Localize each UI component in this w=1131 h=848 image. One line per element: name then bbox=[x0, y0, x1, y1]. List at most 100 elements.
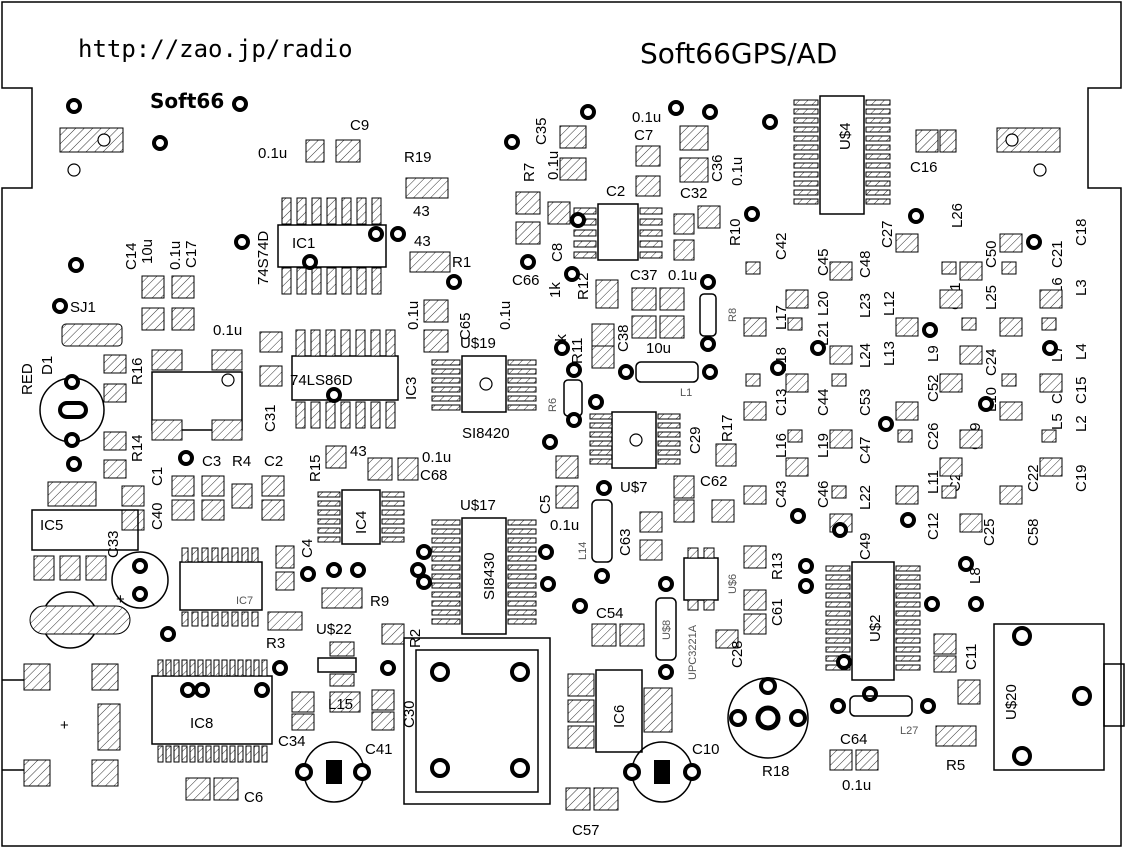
label-c31: C31 bbox=[262, 404, 279, 432]
label-l12: L12 bbox=[881, 291, 898, 316]
label-l20: L20 bbox=[815, 291, 832, 316]
label-c14: C14 bbox=[123, 242, 140, 270]
label-l21: L21 bbox=[815, 321, 832, 346]
label-u2: U$2 bbox=[867, 614, 884, 642]
label-c30: C30 bbox=[401, 700, 418, 728]
label-c35-value: 0.1u bbox=[545, 151, 562, 180]
label-c6: C6 bbox=[244, 789, 263, 806]
label-l23: L23 bbox=[857, 293, 874, 318]
label-c4: C4 bbox=[299, 539, 316, 558]
label-sj1: SJ1 bbox=[70, 299, 96, 316]
label-r3: R3 bbox=[266, 635, 285, 652]
label-ic1: IC1 bbox=[292, 235, 315, 252]
label-c64: C64 bbox=[840, 731, 868, 748]
label-c7-value: 0.1u bbox=[632, 109, 661, 126]
label-c29: C29 bbox=[687, 426, 704, 454]
ic3-chip: 74LS86D bbox=[290, 329, 399, 429]
label-r1: R1 bbox=[452, 254, 471, 271]
label-l2: L2 bbox=[1073, 415, 1090, 432]
label-c10: C10 bbox=[692, 741, 720, 758]
label-l11: L11 bbox=[925, 470, 942, 494]
label-c42: C42 bbox=[773, 232, 790, 260]
label-c32: C32 bbox=[680, 185, 708, 202]
label-cap-value: 0.1u bbox=[213, 322, 242, 339]
label-u17-part: SI8430 bbox=[481, 552, 498, 600]
label-u22: U$22 bbox=[316, 621, 352, 638]
label-u17: U$17 bbox=[460, 497, 496, 514]
label-c57: C57 bbox=[572, 822, 600, 839]
label-r14: R14 bbox=[129, 434, 146, 462]
label-r17: R17 bbox=[719, 414, 736, 442]
label-l24: L24 bbox=[857, 343, 874, 368]
label-c62: C62 bbox=[700, 473, 728, 490]
label-ic6: IC6 bbox=[611, 705, 628, 728]
label-r19-value: 43 bbox=[413, 203, 430, 220]
label-l27: L27 bbox=[900, 725, 918, 737]
label-c11: C11 bbox=[963, 644, 980, 670]
label-c58: C58 bbox=[1025, 518, 1042, 546]
label-c34: C34 bbox=[278, 733, 306, 750]
label-c27: C27 bbox=[879, 220, 896, 248]
label-c63: C63 bbox=[617, 528, 634, 556]
label-r18: R18 bbox=[762, 763, 790, 780]
label-ic3: IC3 bbox=[403, 377, 420, 400]
label-l26: L26 bbox=[949, 203, 966, 228]
label-c13: C13 bbox=[773, 388, 790, 416]
label-ic3-part: 74LS86D bbox=[290, 372, 353, 389]
label-r10: R10 bbox=[727, 218, 744, 246]
label-ic7: IC7 bbox=[236, 595, 253, 607]
label-c40: C40 bbox=[149, 502, 166, 530]
label-c12: C12 bbox=[925, 512, 942, 540]
label-r11: R11 bbox=[569, 338, 586, 364]
label-u20: U$20 bbox=[1003, 684, 1020, 720]
label-c54: C54 bbox=[596, 605, 624, 622]
label-c16: C16 bbox=[910, 159, 938, 176]
url-text: http://zao.jp/radio bbox=[78, 35, 353, 63]
label-c24: C24 bbox=[983, 348, 1000, 376]
label-c9: C9 bbox=[350, 117, 369, 134]
label-l9: L9 bbox=[925, 345, 942, 362]
label-r12-value: 1k bbox=[547, 282, 564, 298]
label-c19: C19 bbox=[1073, 464, 1090, 492]
label-l22: L22 bbox=[857, 485, 874, 510]
label-c22: C22 bbox=[1025, 464, 1042, 492]
label-c41: C41 bbox=[365, 741, 393, 758]
label-c9-value: 0.1u bbox=[258, 145, 287, 162]
label-c5-value: 0.1u bbox=[550, 517, 579, 534]
label-r15: R15 bbox=[307, 454, 324, 482]
label-c48: C48 bbox=[857, 250, 874, 278]
label-l17: L17 bbox=[773, 305, 790, 330]
label-c46: C46 bbox=[815, 480, 832, 508]
svg-text:+: + bbox=[60, 717, 69, 734]
svg-text:R6: R6 bbox=[547, 398, 559, 412]
label-r16: R16 bbox=[129, 357, 146, 385]
label-ic4: IC4 bbox=[353, 511, 370, 534]
label-c64-value: 0.1u bbox=[842, 777, 871, 794]
label-u19: U$19 bbox=[460, 335, 496, 352]
label-l14: L14 bbox=[577, 542, 589, 560]
label-c49: C49 bbox=[857, 532, 874, 560]
label-c36: C36 bbox=[709, 154, 726, 182]
label-r7: R7 bbox=[521, 163, 538, 182]
label-c18: C18 bbox=[1073, 218, 1090, 246]
label-c26: C26 bbox=[925, 422, 942, 450]
label-l3: L3 bbox=[1073, 279, 1090, 296]
label-c61: C61 bbox=[769, 598, 786, 626]
label-c2: C2 bbox=[264, 453, 283, 470]
label-l4: L4 bbox=[1073, 343, 1090, 360]
label-c43: C43 bbox=[773, 480, 790, 508]
label-c7: C7 bbox=[634, 127, 653, 144]
label-c33: C33 bbox=[105, 530, 122, 558]
label-c37: C37 bbox=[630, 267, 658, 284]
label-c36-value: 0.1u bbox=[729, 157, 746, 186]
label-u8: U$8 bbox=[661, 620, 673, 640]
label-c3: C3 bbox=[202, 453, 221, 470]
label-l1-value: 10u bbox=[646, 340, 671, 357]
label-c17: C17 bbox=[183, 240, 200, 268]
label-r8: R8 bbox=[727, 308, 739, 322]
label-ic5: IC5 bbox=[40, 517, 63, 534]
label-c8: C8 bbox=[549, 243, 566, 262]
label-c17-value: 0.1u bbox=[167, 241, 184, 270]
